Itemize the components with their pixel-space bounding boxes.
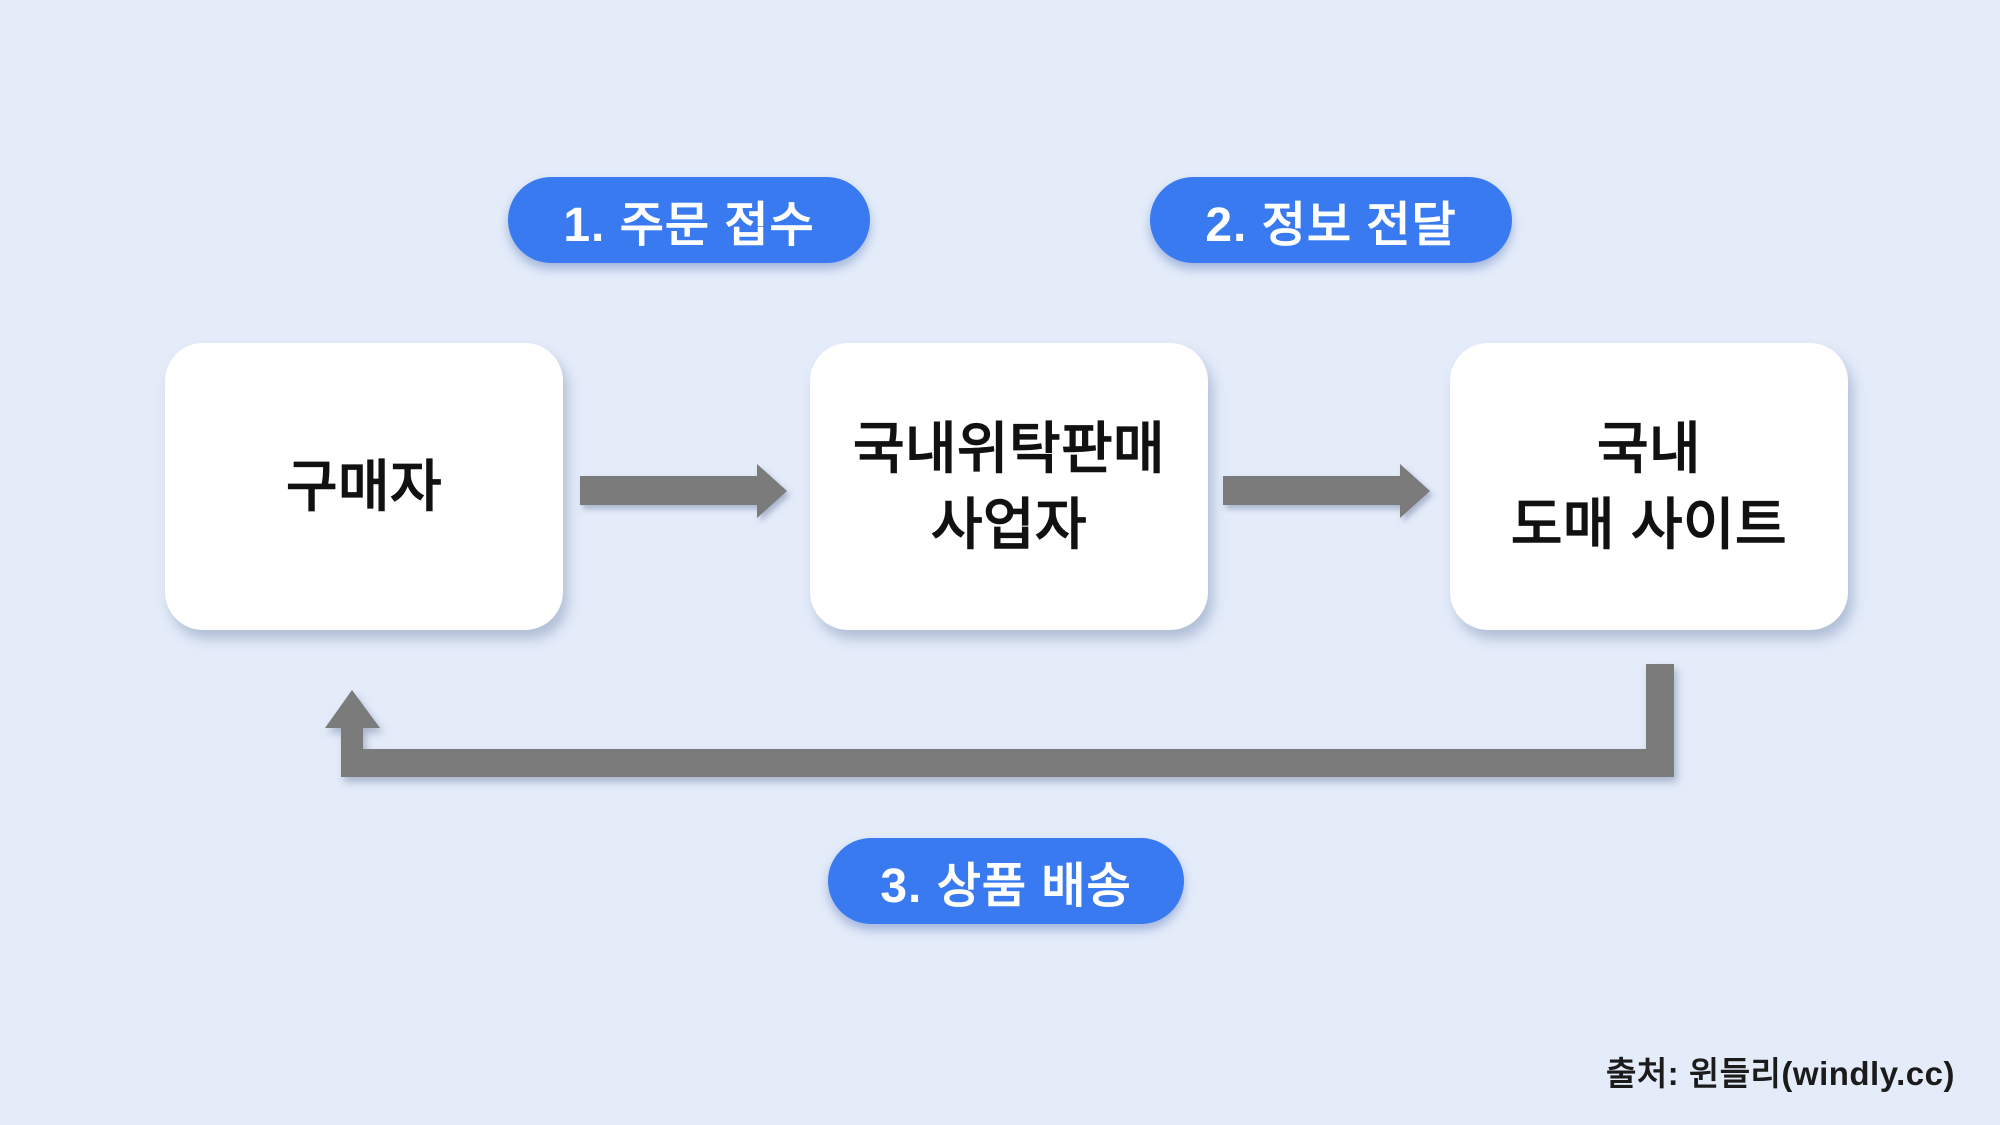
step-pill-info-transfer: 2. 정보 전달 — [1150, 177, 1512, 263]
node-label-line: 구매자 — [285, 454, 443, 518]
node-label-line: 국내위탁판매 — [852, 417, 1166, 481]
node-wholesale-site: 국내 도매 사이트 — [1450, 343, 1848, 630]
step-pill-label: 2. 정보 전달 — [1205, 199, 1457, 252]
right-arrow-icon — [580, 464, 787, 518]
right-arrow-icon — [1223, 464, 1430, 518]
node-buyer: 구매자 — [165, 343, 563, 630]
source-credit: 출처: 윈들리(windly.cc) — [1605, 1055, 1955, 1092]
node-consignment-seller: 국내위탁판매 사업자 — [810, 343, 1208, 630]
step-pill-product-delivery: 3. 상품 배송 — [828, 838, 1184, 924]
step-pill-label: 1. 주문 접수 — [563, 199, 815, 252]
step-pill-label: 3. 상품 배송 — [880, 860, 1132, 913]
node-label-line: 사업자 — [930, 492, 1088, 556]
step-pill-order-receipt: 1. 주문 접수 — [508, 177, 870, 263]
return-arrow-icon — [325, 664, 1674, 777]
node-label-line: 국내 — [1596, 417, 1702, 481]
node-label-line: 도매 사이트 — [1510, 492, 1788, 556]
